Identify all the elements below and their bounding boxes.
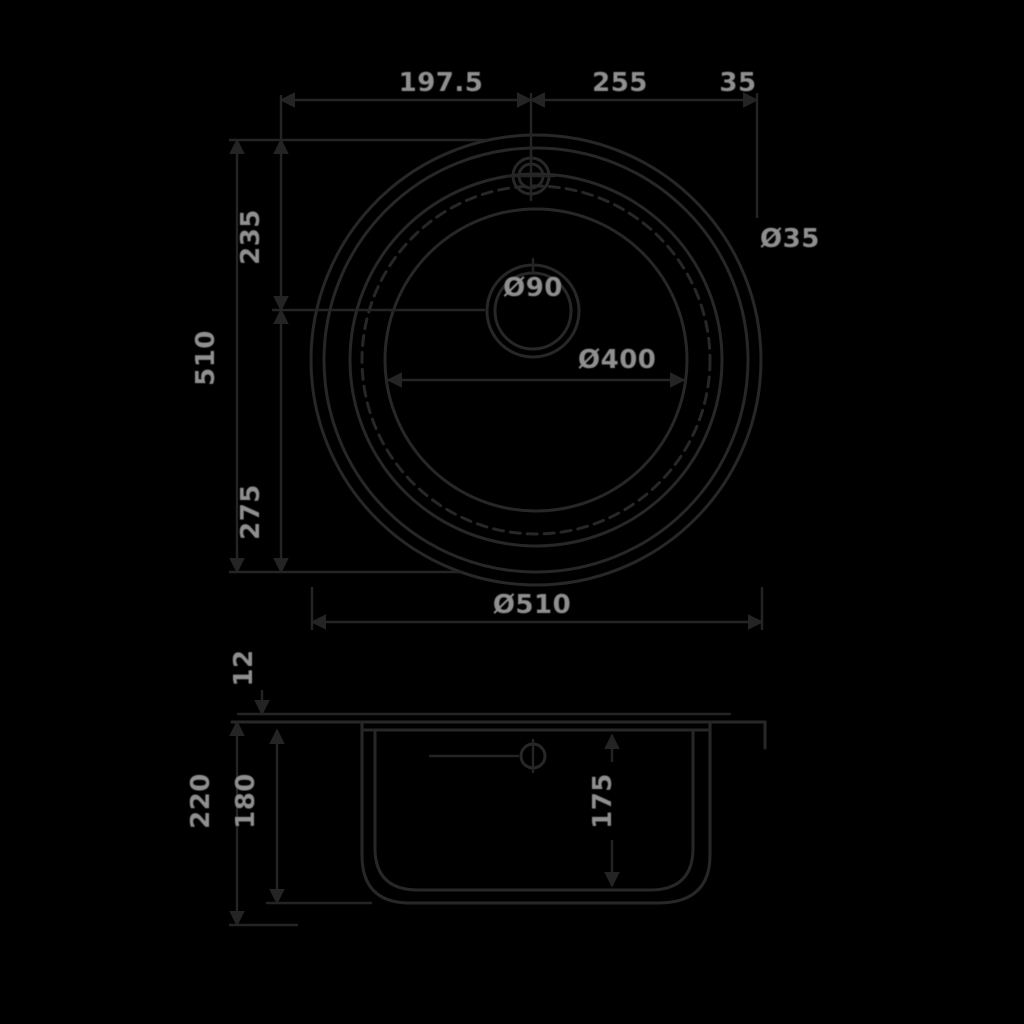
tap-hole-diameter-label: Ø35 xyxy=(760,224,820,254)
sink-inner-rim xyxy=(322,146,750,574)
top-dimension-chain: 197.5 255 35 xyxy=(279,68,759,218)
bowl-top-edge xyxy=(348,172,724,548)
bowl-inner-profile xyxy=(373,728,695,892)
side-left-inner-label: 180 xyxy=(231,773,261,829)
top-view: Ø400 Ø90 197.5 255 35 Ø35 510 xyxy=(191,68,820,630)
tap-hole xyxy=(505,150,557,202)
side-left-inner-dim: 180 xyxy=(231,728,372,905)
rim-height-label: 12 xyxy=(229,649,259,686)
bowl-radius-dashed xyxy=(360,184,712,536)
rim-height-dim: 12 xyxy=(229,649,270,716)
bottom-diameter-label: Ø510 xyxy=(493,590,571,620)
bowl-bottom-edge xyxy=(383,207,689,513)
top-corner-dim-label: 35 xyxy=(719,68,756,98)
bowl-depth-dim: 175 xyxy=(588,733,620,888)
bowl-diameter-label: Ø400 xyxy=(578,345,656,375)
side-left-outer-label: 220 xyxy=(186,773,216,829)
bowl-diameter-dim: Ø400 xyxy=(386,345,686,388)
drain xyxy=(485,257,581,359)
left-overall-dim: 510 xyxy=(191,138,487,574)
bottom-diameter-dim: Ø510 xyxy=(310,587,764,630)
tap-hole-section xyxy=(428,738,547,774)
side-left-outer-dim: 220 xyxy=(186,720,298,927)
left-overall-dim-label: 510 xyxy=(191,330,221,386)
left-split-dims: 235 275 xyxy=(236,95,485,574)
left-upper-dim-label: 235 xyxy=(236,209,266,265)
side-view: 175 220 180 12 xyxy=(186,649,767,927)
top-left-dim-label: 197.5 xyxy=(399,68,484,98)
bowl-outer-profile xyxy=(360,720,712,905)
drain-diameter-label: Ø90 xyxy=(503,273,563,303)
bowl-depth-label: 175 xyxy=(588,773,618,829)
top-right-dim-label: 255 xyxy=(592,68,648,98)
left-lower-dim-label: 275 xyxy=(236,484,266,540)
sink-outer-rim xyxy=(309,133,763,587)
